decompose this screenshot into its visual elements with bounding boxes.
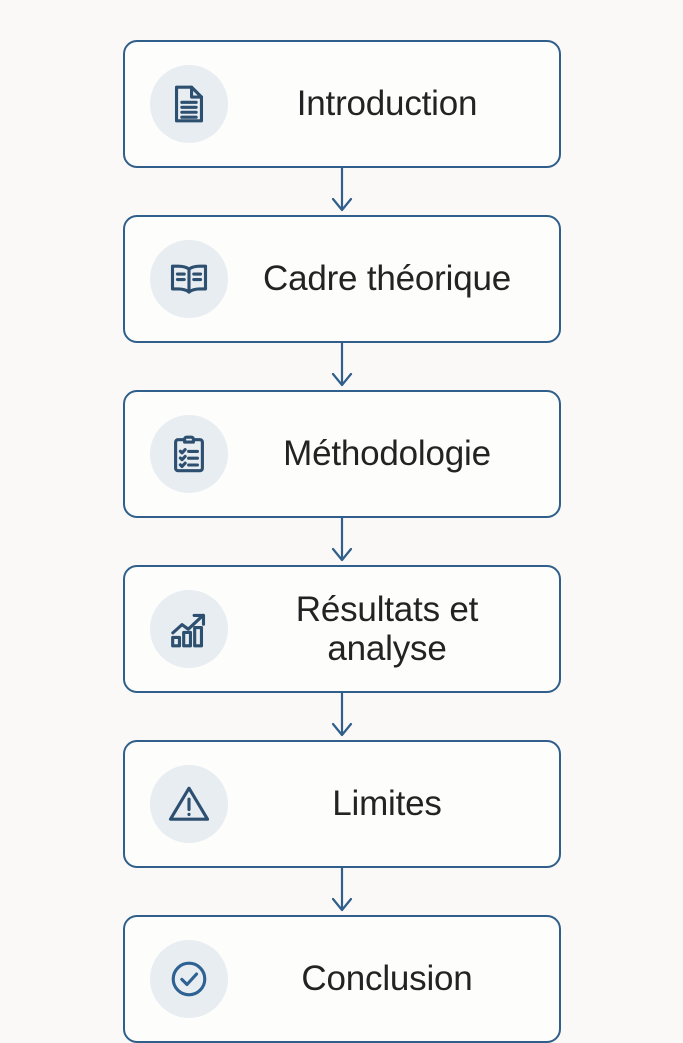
flow-step-label: Méthodologie: [283, 434, 491, 474]
icon-badge: [149, 415, 228, 493]
arrow-down-icon: [331, 343, 352, 387]
icon-badge: [149, 65, 228, 143]
arrow-down-4: [318, 693, 365, 740]
flow-step-label: Cadre théorique: [263, 259, 511, 299]
open-book-icon: [170, 264, 207, 294]
arrow-down-5: [318, 868, 365, 915]
arrow-down-3: [318, 518, 365, 565]
icon-badge: [149, 940, 228, 1018]
bar-chart-trend-up-icon: [170, 613, 205, 648]
flow-step-label: Conclusion: [301, 959, 473, 999]
arrow-down-icon: [331, 693, 352, 737]
document-icon: [174, 85, 203, 123]
icon-badge: [149, 240, 228, 318]
flow-step-label: Introduction: [296, 84, 478, 124]
arrow-down-1: [318, 168, 365, 215]
flow-step-resultats-et-analyse[interactable]: Résultats et analyse: [122, 565, 561, 693]
flow-step-introduction[interactable]: Introduction: [122, 40, 561, 168]
arrow-down-icon: [331, 168, 352, 212]
flow-step-methodologie[interactable]: Méthodologie: [122, 390, 561, 518]
flow-step-label: Résultats et analyse: [295, 589, 479, 668]
flow-step-limites[interactable]: Limites: [122, 740, 561, 868]
warning-triangle-icon: [168, 786, 209, 821]
arrow-down-icon: [331, 868, 352, 912]
arrow-down-2: [318, 343, 365, 390]
arrow-down-icon: [331, 518, 352, 562]
clipboard-checklist-icon: [173, 435, 204, 473]
flow-step-cadre-theorique[interactable]: Cadre théorique: [122, 215, 561, 343]
icon-badge: [149, 765, 228, 843]
icon-badge: [149, 590, 228, 668]
check-circle-icon: [171, 961, 206, 997]
flow-step-label: Limites: [332, 784, 442, 824]
